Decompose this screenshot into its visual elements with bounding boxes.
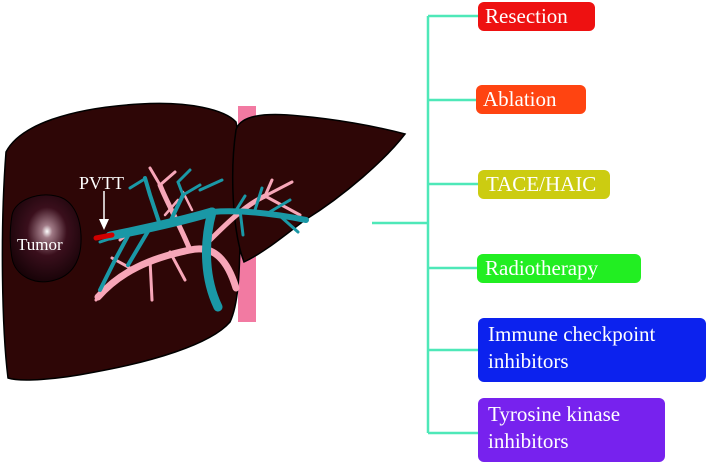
treatment-label: Resection bbox=[485, 4, 568, 28]
pvtt-label: PVTT bbox=[79, 173, 124, 193]
treatment-label: Immune checkpoint inhibitors bbox=[488, 322, 656, 373]
treatment-resection: Resection bbox=[478, 2, 595, 31]
pvtt-thrombus bbox=[93, 232, 115, 241]
treatment-label: TACE/HAIC bbox=[486, 172, 597, 196]
hepatic-vein-teal bbox=[98, 168, 309, 312]
treatment-immune-checkpoint-inhibitors: Immune checkpoint inhibitors bbox=[478, 318, 706, 382]
treatment-label: Tyrosine kinase inhibitors bbox=[488, 402, 621, 453]
tumor-label: Tumor bbox=[17, 235, 63, 254]
connector-tree bbox=[372, 14, 478, 435]
pvtt-arrow bbox=[99, 191, 109, 230]
treatment-label: Ablation bbox=[483, 87, 557, 111]
treatment-tyrosine-kinase-inhibitors: Tyrosine kinase inhibitors bbox=[478, 398, 665, 462]
liver-left-lobe bbox=[231, 113, 407, 264]
treatment-tace-haic: TACE/HAIC bbox=[478, 170, 610, 199]
tumor bbox=[9, 194, 82, 283]
treatment-label: Radiotherapy bbox=[485, 256, 599, 280]
treatment-radiotherapy: Radiotherapy bbox=[477, 254, 641, 283]
treatment-ablation: Ablation bbox=[476, 85, 586, 114]
liver-right-lobe bbox=[1, 102, 242, 381]
